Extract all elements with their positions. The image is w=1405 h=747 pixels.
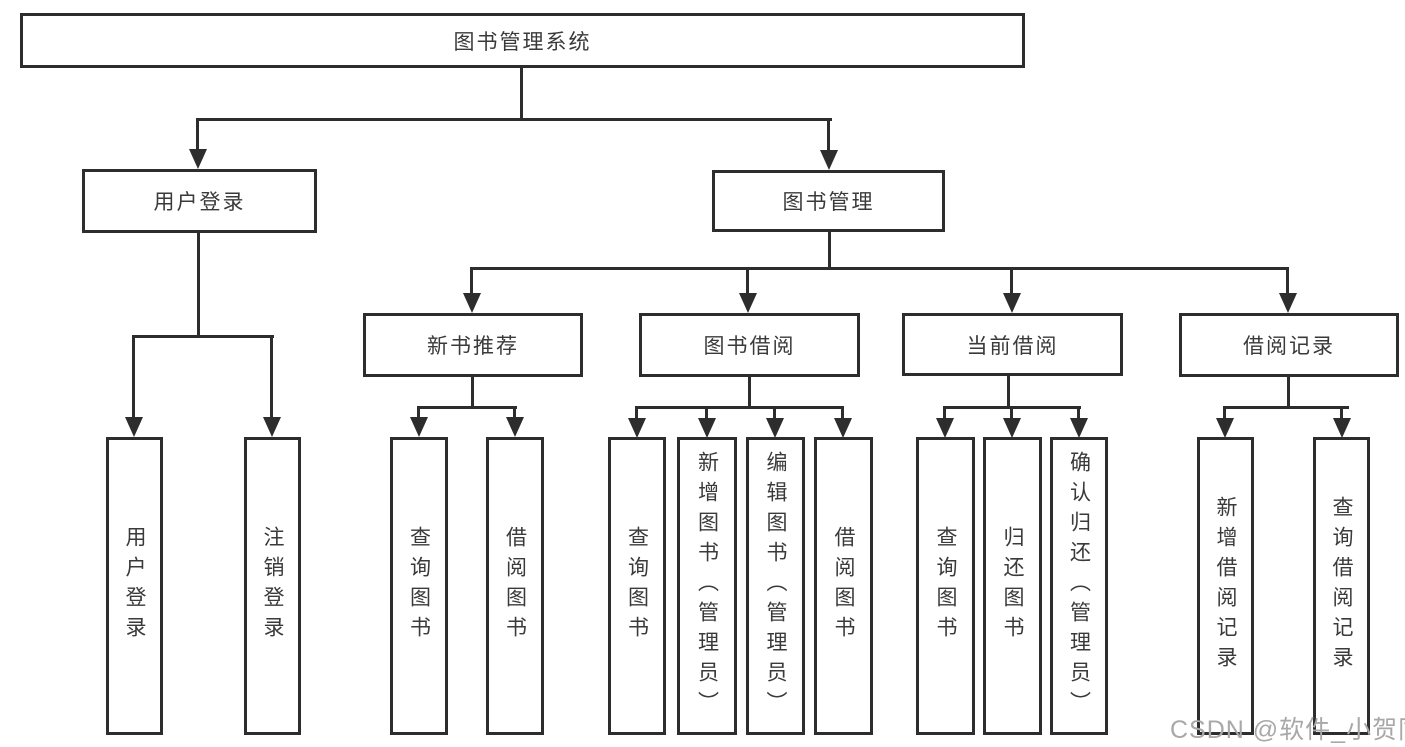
connector-arrow-down-icon — [1216, 406, 1234, 438]
connector-arrow-down-icon — [1070, 406, 1088, 438]
connector-line — [197, 233, 200, 337]
connector-arrow-down-icon — [1003, 267, 1021, 313]
node-label: 新增图书（管理员） — [695, 451, 719, 721]
leaf-return-books: 归还图书 — [983, 437, 1042, 735]
leaf-user-login: 用户登录 — [106, 437, 163, 735]
node-borrow-records: 借阅记录 — [1179, 313, 1399, 377]
leaf-borrow-books-recommend: 借阅图书 — [486, 437, 544, 735]
node-root-system: 图书管理系统 — [20, 13, 1025, 68]
node-label: 用户登录 — [153, 191, 246, 214]
node-label: 新书推荐 — [427, 335, 519, 358]
leaf-query-borrow-record: 查询借阅记录 — [1313, 437, 1370, 735]
connector-line — [132, 335, 274, 338]
connector-arrow-down-icon — [834, 406, 852, 438]
connector-line — [197, 118, 832, 121]
leaf-confirm-return-admin: 确认归还（管理员） — [1050, 437, 1108, 735]
connector-arrow-down-icon — [936, 406, 954, 438]
connector-line — [520, 67, 523, 120]
connector-arrow-down-icon — [766, 406, 784, 438]
leaf-borrow-books: 借阅图书 — [814, 437, 873, 735]
leaf-query-books-recommend: 查询图书 — [390, 437, 448, 735]
node-label: 确认归还（管理员） — [1067, 451, 1091, 721]
node-book-management: 图书管理 — [712, 170, 945, 232]
connector-arrow-down-icon — [463, 267, 481, 313]
connector-arrow-down-icon — [820, 118, 838, 170]
node-label: 当前借阅 — [966, 334, 1059, 358]
connector-arrow-down-icon — [125, 335, 143, 437]
connector-arrow-down-icon — [189, 118, 207, 169]
node-label: 借阅图书 — [832, 526, 855, 646]
node-current-borrow: 当前借阅 — [902, 313, 1123, 376]
connector-arrow-down-icon — [506, 406, 524, 437]
node-label: 编辑图书（管理员） — [764, 451, 787, 721]
leaf-add-books-admin: 新增图书（管理员） — [677, 437, 737, 735]
connector-line — [636, 406, 842, 409]
node-label: 图书借阅 — [703, 335, 796, 358]
csdn-watermark: CSDN @软件_小贺同学 — [1170, 716, 1405, 744]
node-label: 查询图书 — [934, 526, 957, 646]
leaf-add-borrow-record: 新增借阅记录 — [1197, 437, 1254, 735]
connector-arrow-down-icon — [698, 406, 716, 438]
node-label: 归还图书 — [1001, 526, 1024, 646]
connector-line — [828, 232, 831, 269]
connector-line — [1007, 376, 1010, 408]
node-user-login: 用户登录 — [82, 169, 317, 233]
connector-arrow-down-icon — [1279, 267, 1297, 313]
node-label: 注销登录 — [261, 526, 284, 646]
leaf-edit-books-admin: 编辑图书（管理员） — [746, 437, 805, 735]
connector-line — [417, 406, 517, 409]
connector-line — [471, 267, 1289, 270]
connector-line — [748, 377, 751, 408]
connector-arrow-down-icon — [1003, 406, 1021, 438]
connector-arrow-down-icon — [263, 335, 281, 437]
node-label: 图书管理 — [782, 191, 875, 214]
connector-arrow-down-icon — [1333, 406, 1351, 438]
connector-line — [471, 377, 474, 408]
node-label: 查询图书 — [625, 526, 649, 646]
node-label: 新增借阅记录 — [1214, 496, 1237, 676]
node-label: 图书管理系统 — [453, 30, 592, 54]
node-label: 借阅图书 — [503, 526, 527, 646]
connector-line — [1287, 377, 1290, 408]
leaf-query-books-current: 查询图书 — [916, 437, 975, 735]
node-label: 查询图书 — [407, 526, 431, 646]
node-new-book-recommend: 新书推荐 — [363, 313, 583, 377]
node-book-borrow: 图书借阅 — [639, 313, 860, 377]
leaf-logout: 注销登录 — [244, 437, 301, 735]
connector-arrow-down-icon — [410, 406, 428, 437]
node-label: 用户登录 — [123, 526, 146, 646]
connector-line — [1223, 406, 1349, 409]
connector-arrow-down-icon — [628, 406, 646, 438]
leaf-query-books-borrow: 查询图书 — [608, 437, 666, 735]
connector-arrow-down-icon — [739, 267, 757, 313]
node-label: 查询借阅记录 — [1330, 496, 1353, 676]
node-label: 借阅记录 — [1243, 335, 1335, 358]
